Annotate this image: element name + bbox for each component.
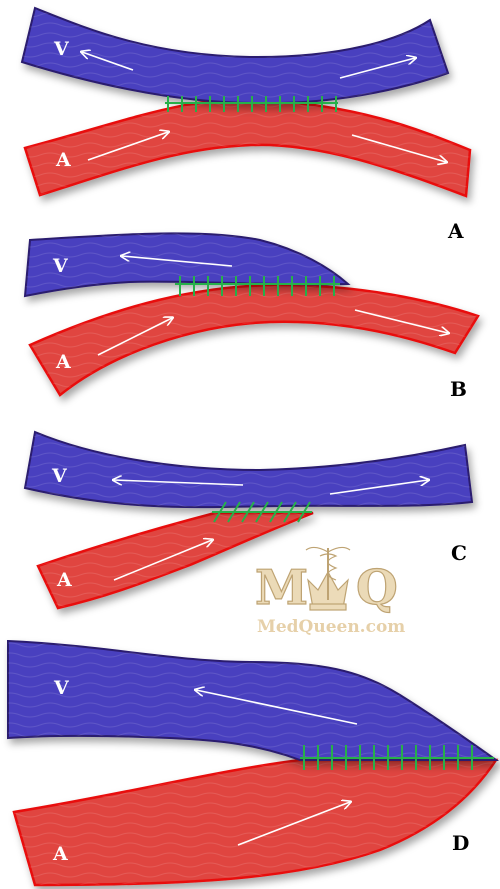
panel-label: A bbox=[447, 219, 464, 243]
panel-b: V A B bbox=[23, 232, 480, 401]
flow-arrows bbox=[196, 690, 358, 846]
suture-line bbox=[175, 276, 340, 296]
suture-line bbox=[300, 745, 494, 770]
watermark-letter-q: Q bbox=[356, 560, 398, 616]
panel-label: B bbox=[450, 377, 467, 401]
vein-flow-arrow bbox=[339, 58, 415, 79]
watermark-letter-m: M bbox=[255, 560, 308, 616]
artery-flow-arrow bbox=[351, 134, 446, 162]
vein-label: V bbox=[51, 465, 68, 487]
vein-flow-arrow bbox=[82, 52, 134, 71]
vein-flow-arrow bbox=[329, 480, 428, 495]
artery-flow-arrow bbox=[237, 802, 350, 846]
artery-flow-arrow bbox=[354, 309, 448, 333]
artery-label: A bbox=[55, 351, 71, 373]
suture-line bbox=[165, 96, 338, 112]
flow-arrows bbox=[113, 480, 428, 581]
panel-a: V A A bbox=[20, 6, 472, 243]
artery-flow-arrow bbox=[97, 318, 172, 356]
vein-label: V bbox=[53, 38, 70, 60]
panel-label: C bbox=[451, 541, 467, 565]
watermark: M Q MedQueen.com bbox=[254, 546, 405, 637]
panel-label: D bbox=[452, 831, 469, 855]
suture-line bbox=[212, 501, 312, 523]
artery-flow-arrow bbox=[87, 132, 168, 161]
artery-label: A bbox=[52, 843, 68, 865]
panel-d: V A D bbox=[7, 639, 500, 887]
vein-flow-arrow bbox=[114, 480, 244, 486]
vein-flow-arrow bbox=[196, 690, 358, 725]
vein-label: V bbox=[52, 255, 69, 277]
flow-arrows bbox=[82, 52, 446, 162]
artery-label: A bbox=[55, 149, 71, 171]
flow-arrows bbox=[97, 256, 448, 356]
crown-caduceus-icon bbox=[305, 546, 351, 611]
vein-label: V bbox=[53, 677, 70, 699]
panel-c: V A C bbox=[23, 430, 474, 610]
artery-flow-arrow bbox=[113, 540, 212, 581]
artery-label: A bbox=[56, 569, 72, 591]
vein-flow-arrow bbox=[122, 256, 233, 267]
watermark-site: MedQueen.com bbox=[257, 617, 405, 637]
